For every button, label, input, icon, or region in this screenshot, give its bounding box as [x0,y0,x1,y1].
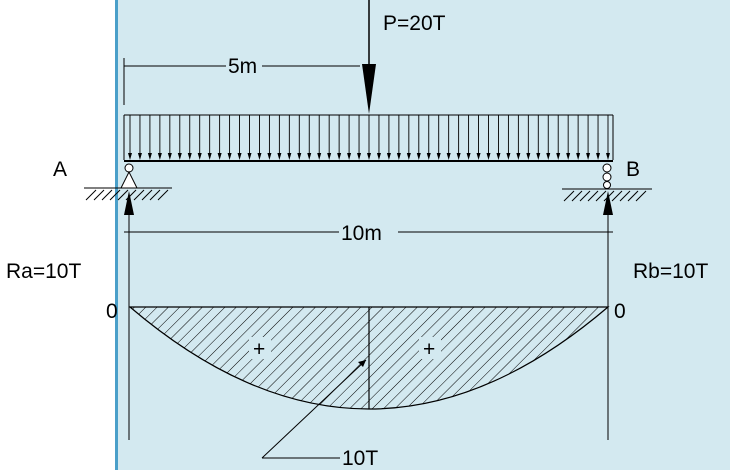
load-arrow-head [516,153,521,160]
load-arrow-head [566,153,571,160]
span-left-label: 5m [228,55,257,78]
load-arrow-head [556,153,561,160]
load-arrow-head [576,153,581,160]
load-arrow-head [357,153,362,160]
reaction-a-label: Ra=10T [6,260,81,283]
load-arrow-head [177,153,182,160]
load-arrow-head [596,153,601,160]
load-arrow-head [486,153,491,160]
point-load-label: P=20T [383,12,446,35]
moment-zero-left: 0 [106,300,118,323]
load-arrow-head [476,153,481,160]
load-arrow-head [217,153,222,160]
load-arrow-head [337,153,342,160]
max-moment-label: 10T [342,447,378,470]
load-arrow-head [406,153,411,160]
point-load-arrow [362,0,376,114]
reaction-b-arrow [603,191,613,440]
load-arrow-head [297,153,302,160]
load-arrow-head [496,153,501,160]
load-arrow-head [526,153,531,160]
load-arrow-head [436,153,441,160]
load-arrow-head [137,153,142,160]
load-arrow-head [307,153,312,160]
load-arrow-head [586,153,591,160]
reaction-b-label: Rb=10T [633,260,708,283]
load-arrow-head [157,153,162,160]
support-b [562,163,652,202]
load-arrow-head [456,153,461,160]
load-arrow-head [606,153,610,160]
load-arrow-head [506,153,511,160]
max-moment-leader [261,359,367,459]
load-arrow-head [147,153,152,160]
load-arrow-head [536,153,541,160]
support-a [84,163,172,201]
distributed-load [123,114,614,160]
reaction-a-arrow [124,191,134,440]
moment-diagram [128,306,610,410]
support-b-label: B [626,158,640,181]
load-arrow-head [167,153,172,160]
load-arrow-head [207,153,212,160]
load-arrow-head [187,153,192,160]
load-arrow-head [287,153,292,160]
load-arrow-head [317,153,322,160]
load-arrow-head [327,153,332,160]
sign-left-bg [249,337,271,359]
sign-right: + [423,338,435,361]
load-arrow-head [237,153,242,160]
load-arrow-head [277,153,282,160]
span-total-label: 10m [341,222,382,245]
load-arrow-head [396,153,401,160]
load-arrow-head [197,153,202,160]
load-arrow-head [227,153,232,160]
load-arrow-head [247,153,252,160]
dimension-5m [123,58,360,105]
load-arrow-head [367,153,371,160]
load-arrow-head [128,153,132,160]
sign-right-bg [419,337,441,359]
load-arrow-head [426,153,431,160]
load-arrow-head [446,153,451,160]
load-arrow-head [416,153,421,160]
load-arrow-head [347,153,352,160]
moment-zero-right: 0 [614,300,626,323]
load-arrow-head [376,153,381,160]
load-arrow-head [257,153,262,160]
load-arrow-head [386,153,391,160]
load-arrow-head [267,153,272,160]
support-a-label: A [53,158,67,181]
load-arrow-head [546,153,551,160]
load-arrow-head [466,153,471,160]
sign-left: + [253,338,265,361]
